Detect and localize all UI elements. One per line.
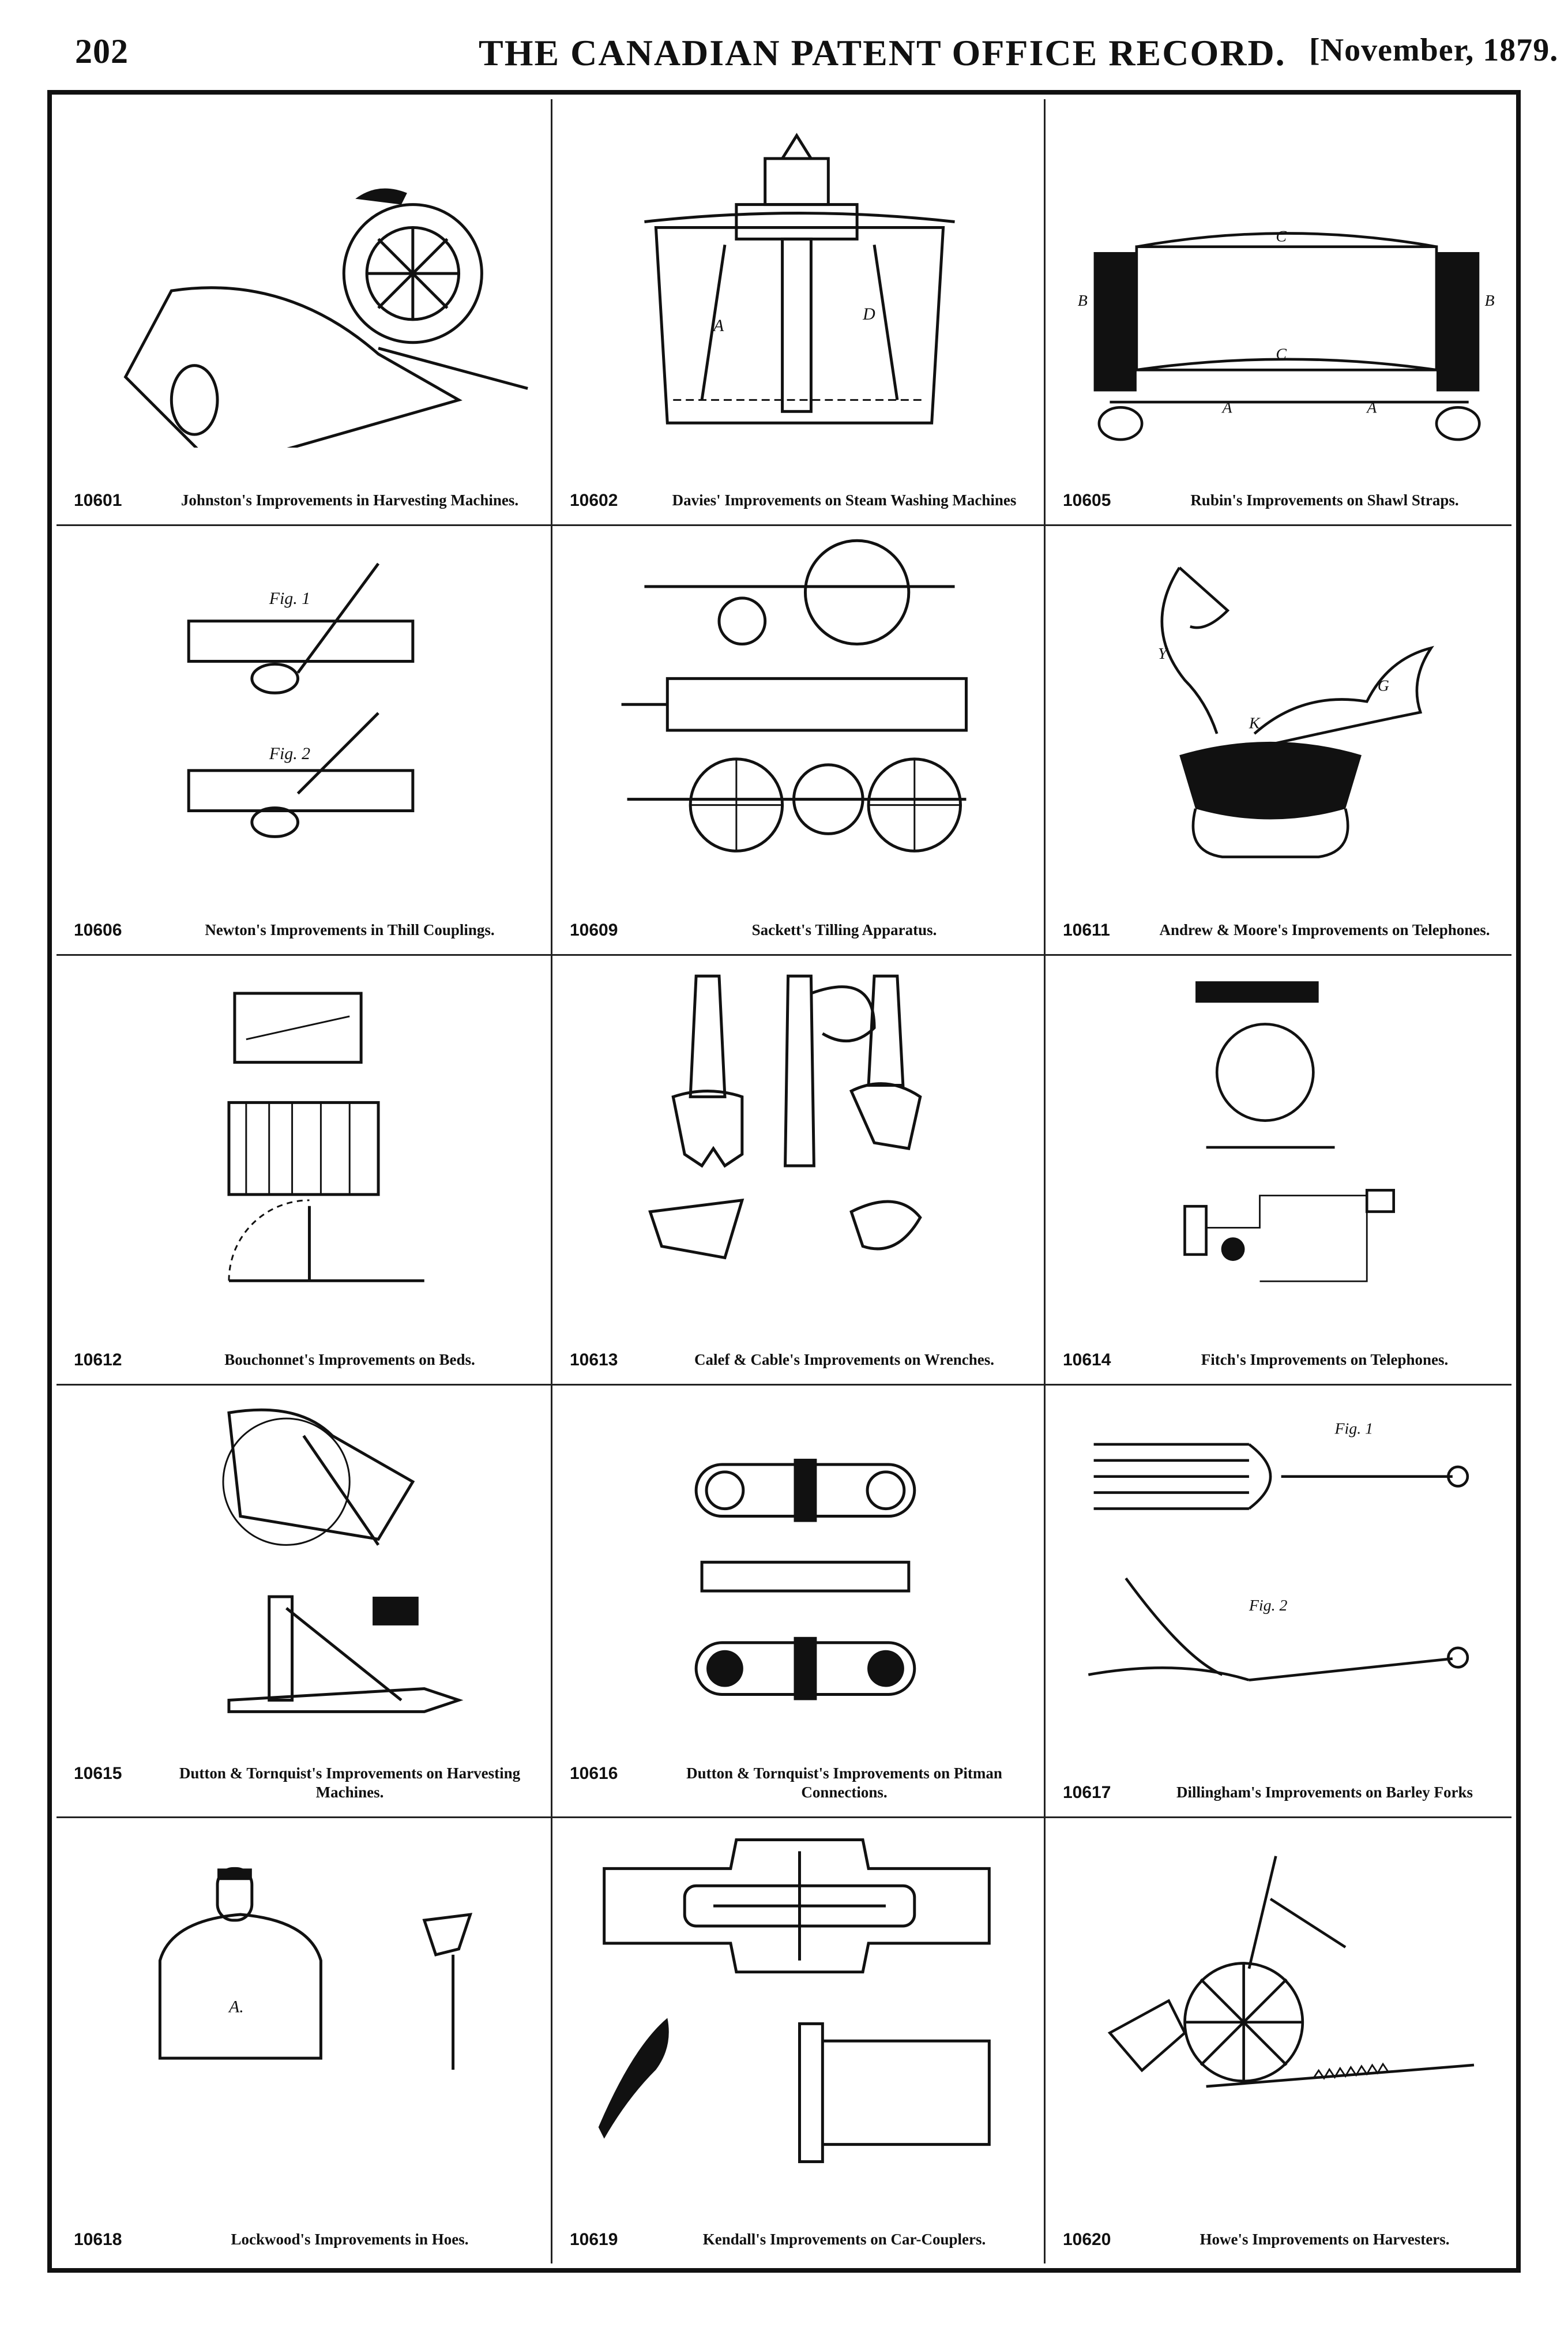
patent-caption: 10602 Davies' Improvements on Steam Wash… — [570, 491, 1032, 510]
patent-title: Dillingham's Improvements on Barley Fork… — [1176, 1784, 1473, 1801]
patent-title: Howe's Improvements on Harvesters. — [1199, 2231, 1450, 2248]
svg-text:A: A — [1366, 399, 1377, 417]
patent-title: Davies' Improvements on Steam Washing Ma… — [672, 491, 1017, 509]
patent-title: Lockwood's Improvements in Hoes. — [231, 2231, 469, 2248]
patent-title: Dutton & Tornquist's Improvements on Pit… — [686, 1764, 1002, 1801]
issue-date: [November, 1879. — [1309, 32, 1559, 68]
tilling-apparatus-illustration — [621, 539, 968, 853]
barley-fork-illustration: Fig. 1 Fig. 2 — [1088, 1420, 1469, 1681]
patent-cell: 10616 Dutton & Tornquist's Improvements … — [552, 1386, 1046, 1818]
patent-caption: 10617 Dillingham's Improvements on Barle… — [1063, 1783, 1500, 1803]
svg-text:A: A — [712, 316, 724, 335]
patent-title: Calef & Cable's Improvements on Wrenches… — [694, 1351, 994, 1368]
patent-number: 10609 — [570, 921, 618, 940]
patent-cell: Fig. 1 Fig. 2 10606 Newton's Improvements… — [57, 526, 552, 956]
patent-caption: 10613 Calef & Cable's Improvements on Wr… — [570, 1350, 1032, 1370]
patent-title: Dutton & Tornquist's Improvements on Har… — [179, 1764, 521, 1801]
telephone-illustration: Y G K — [1158, 566, 1434, 858]
svg-text:A.: A. — [228, 1997, 244, 2016]
patent-number: 10601 — [74, 491, 122, 510]
wrench-illustration — [648, 974, 922, 1260]
svg-text:B: B — [1485, 292, 1495, 310]
svg-text:C: C — [1276, 227, 1287, 245]
patent-cell: 10601 Johnston's Improvements in Harvest… — [57, 99, 552, 526]
patent-caption: 10619 Kendall's Improvements on Car-Coup… — [570, 2230, 1032, 2250]
car-coupler-illustration — [598, 1838, 991, 2164]
svg-text:Fig. 1: Fig. 1 — [269, 589, 310, 608]
patent-number: 10618 — [74, 2230, 122, 2249]
patent-caption: 10618 Lockwood's Improvements in Hoes. — [74, 2230, 539, 2250]
patent-cell: Fig. 1 Fig. 2 10617 Dillingham's Improve… — [1046, 1386, 1511, 1818]
patent-cell: 10620 Howe's Improvements on Harvesters. — [1046, 1818, 1511, 2263]
page-title: THE CANADIAN PATENT OFFICE RECORD. — [479, 32, 1286, 73]
patent-caption: 10605 Rubin's Improvements on Shawl Stra… — [1063, 491, 1500, 510]
patent-caption: 10614 Fitch's Improvements on Telephones… — [1063, 1350, 1500, 1370]
figure-label: Fig. 2 — [1249, 1597, 1288, 1615]
patent-cell: C C A A B B 10605 Rubin's Improvements on Sha… — [1046, 99, 1511, 526]
telephone-circuit-illustration — [1183, 981, 1395, 1282]
patent-title: Rubin's Improvements on Shawl Straps. — [1190, 491, 1459, 509]
patent-caption: 10601 Johnston's Improvements in Harvest… — [74, 491, 539, 510]
patent-number: 10616 — [570, 1763, 618, 1783]
patent-caption: 10620 Howe's Improvements on Harvesters. — [1063, 2230, 1500, 2250]
svg-text:Y: Y — [1158, 645, 1168, 663]
harvester-illustration — [1107, 1856, 1475, 2088]
figure-label: Fig. 1 — [1334, 1420, 1374, 1437]
hoe-illustration: A. — [158, 1867, 473, 2070]
patent-cell: A. 10618 Lockwood's Improvements in Hoes… — [57, 1818, 552, 2263]
page-number: 202 — [75, 32, 129, 70]
shawl-strap-illustration: C C A A B B — [1078, 227, 1495, 441]
patent-number: 10615 — [74, 1763, 122, 1783]
svg-text:K: K — [1249, 715, 1261, 733]
patent-title: Kendall's Improvements on Car-Couplers. — [702, 2231, 986, 2248]
patent-number: 10606 — [74, 921, 122, 940]
patent-title: Andrew & Moore's Improvements on Telepho… — [1159, 921, 1490, 938]
thill-coupling-illustration: Fig. 1 Fig. 2 — [187, 562, 415, 838]
patent-cell: 10619 Kendall's Improvements on Car-Coup… — [552, 1818, 1046, 2263]
patent-caption: 10612 Bouchonnet's Improvements on Beds. — [74, 1350, 539, 1370]
patent-cell: 10613 Calef & Cable's Improvements on Wr… — [552, 956, 1046, 1386]
patent-number: 10605 — [1063, 491, 1111, 510]
patent-number: 10619 — [570, 2230, 618, 2249]
svg-text:C: C — [1276, 346, 1287, 363]
svg-text:G: G — [1378, 677, 1389, 695]
svg-text:A: A — [1221, 399, 1232, 417]
patent-number: 10602 — [570, 491, 618, 510]
patent-title: Johnston's Improvements in Harvesting Ma… — [181, 491, 519, 509]
patent-caption: 10609 Sackett's Tilling Apparatus. — [570, 921, 1032, 940]
patent-number: 10617 — [1063, 1783, 1111, 1802]
patent-title: Fitch's Improvements on Telephones. — [1201, 1351, 1449, 1368]
plate-frame: 10601 Johnston's Improvements in Harvest… — [47, 90, 1521, 2273]
pitman-connection-illustration — [694, 1458, 916, 1700]
svg-text:D: D — [862, 305, 875, 324]
patent-number: 10613 — [570, 1350, 618, 1369]
patent-cell: 10609 Sackett's Tilling Apparatus. — [552, 526, 1046, 956]
patent-title: Bouchonnet's Improvements on Beds. — [224, 1351, 475, 1368]
bed-illustration — [227, 992, 424, 1282]
harvesting-machine-illustration — [123, 188, 528, 448]
patent-title: Newton's Improvements in Thill Couplings… — [205, 921, 495, 938]
patent-caption: 10606 Newton's Improvements in Thill Cou… — [74, 921, 539, 940]
washing-machine-illustration: AD — [644, 133, 955, 425]
patent-number: 10614 — [1063, 1350, 1111, 1369]
patent-cell: 10615 Dutton & Tornquist's Improvements … — [57, 1386, 552, 1818]
patent-caption: 10615 Dutton & Tornquist's Improvements … — [74, 1764, 539, 1803]
patent-caption: 10616 Dutton & Tornquist's Improvements … — [570, 1764, 1032, 1803]
patent-cell: 10614 Fitch's Improvements on Telephones… — [1046, 956, 1511, 1386]
patent-cell: Y G K 10611 Andrew & Moore's Improvements … — [1046, 526, 1511, 956]
patent-title: Sackett's Tilling Apparatus. — [751, 921, 937, 938]
patent-grid: 10601 Johnston's Improvements in Harvest… — [57, 99, 1511, 2263]
patent-number: 10620 — [1063, 2230, 1111, 2249]
patent-cell: 10612 Bouchonnet's Improvements on Beds. — [57, 956, 552, 1386]
svg-text:B: B — [1078, 292, 1088, 310]
patent-number: 10612 — [74, 1350, 122, 1369]
patent-number: 10611 — [1063, 921, 1110, 940]
svg-text:Fig. 2: Fig. 2 — [269, 744, 310, 763]
harvesting-machine-illustration — [222, 1408, 464, 1713]
patent-caption: 10611 Andrew & Moore's Improvements on T… — [1063, 921, 1500, 940]
